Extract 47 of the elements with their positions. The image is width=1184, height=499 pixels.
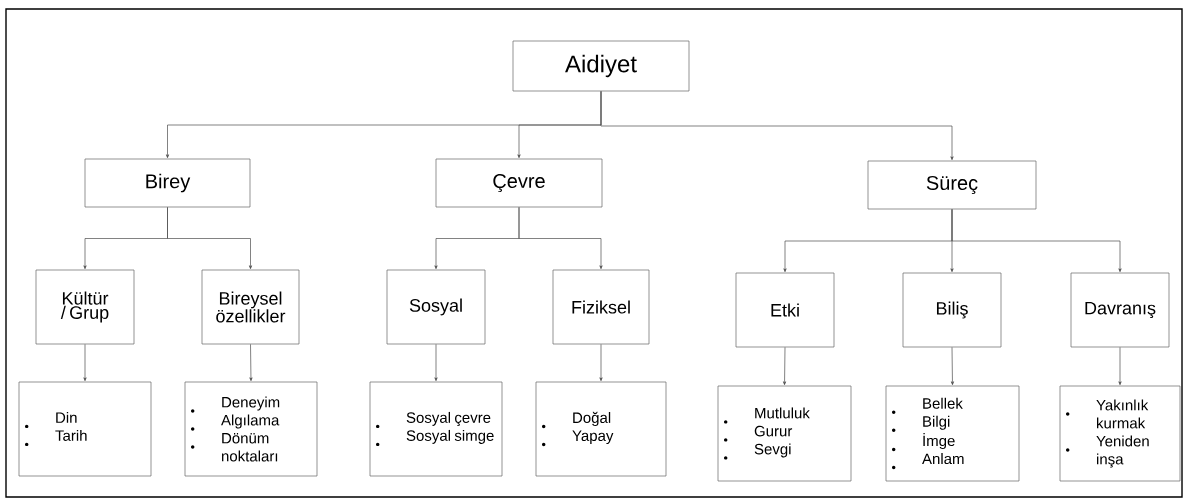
category-box: Aidiyet bbox=[512, 40, 690, 92]
list-item: Sosyal simge bbox=[376, 429, 494, 447]
arrow bbox=[599, 344, 603, 382]
list-item: Deneyim bbox=[191, 396, 280, 413]
bullet-list-box bbox=[18, 381, 152, 477]
category-box: Biliş bbox=[902, 272, 1002, 348]
arrow bbox=[518, 207, 603, 270]
bullet-list-box bbox=[535, 381, 667, 477]
list-item: Mutluluk bbox=[724, 407, 810, 424]
list-item: Sosyal çevre bbox=[376, 411, 491, 429]
list-item: Din bbox=[25, 411, 77, 429]
list-item: Bilgi bbox=[892, 415, 950, 432]
arrow bbox=[249, 344, 253, 382]
list-item: Gurur bbox=[724, 425, 793, 442]
arrow bbox=[600, 91, 954, 161]
category-box: Birey bbox=[84, 158, 251, 208]
arrow bbox=[951, 209, 1122, 273]
arrow bbox=[1118, 347, 1122, 386]
bullet-list-box bbox=[369, 381, 503, 477]
category-box: Etki bbox=[735, 272, 835, 348]
list-item: Algılama bbox=[191, 414, 280, 431]
list-item: İmge bbox=[892, 432, 955, 452]
list-item: Yapay bbox=[542, 430, 614, 447]
category-box: Davranış bbox=[1070, 272, 1170, 348]
bullet-list-box bbox=[184, 381, 318, 477]
arrow bbox=[950, 347, 954, 386]
category-box: Süreç bbox=[867, 160, 1037, 210]
arrow bbox=[83, 344, 87, 382]
arrow bbox=[783, 347, 787, 386]
category-box: Bireysel özellikler bbox=[201, 269, 300, 345]
list-item: Anlam bbox=[892, 453, 964, 470]
list-item: Doğal bbox=[542, 411, 611, 429]
category-box: Fiziksel bbox=[552, 269, 650, 345]
category-box: Sosyal bbox=[386, 269, 486, 345]
bullet-list-box bbox=[885, 385, 1020, 482]
arrow bbox=[434, 344, 438, 382]
list-item: Bellek bbox=[892, 397, 963, 414]
bullet-list-box bbox=[717, 385, 852, 482]
category-box: Kültür / Grup bbox=[35, 269, 135, 345]
list-item: Yakınlık kurmak bbox=[1066, 399, 1149, 429]
arrow bbox=[167, 207, 253, 270]
list-item: Dönüm noktaları bbox=[191, 433, 278, 462]
category-box: Çevre bbox=[435, 158, 603, 208]
list-item: Yeniden inşa bbox=[1066, 435, 1149, 468]
list-item: Sevgi bbox=[724, 443, 791, 460]
bullet-list-box bbox=[1059, 385, 1181, 482]
list-item: Tarih bbox=[25, 429, 87, 447]
